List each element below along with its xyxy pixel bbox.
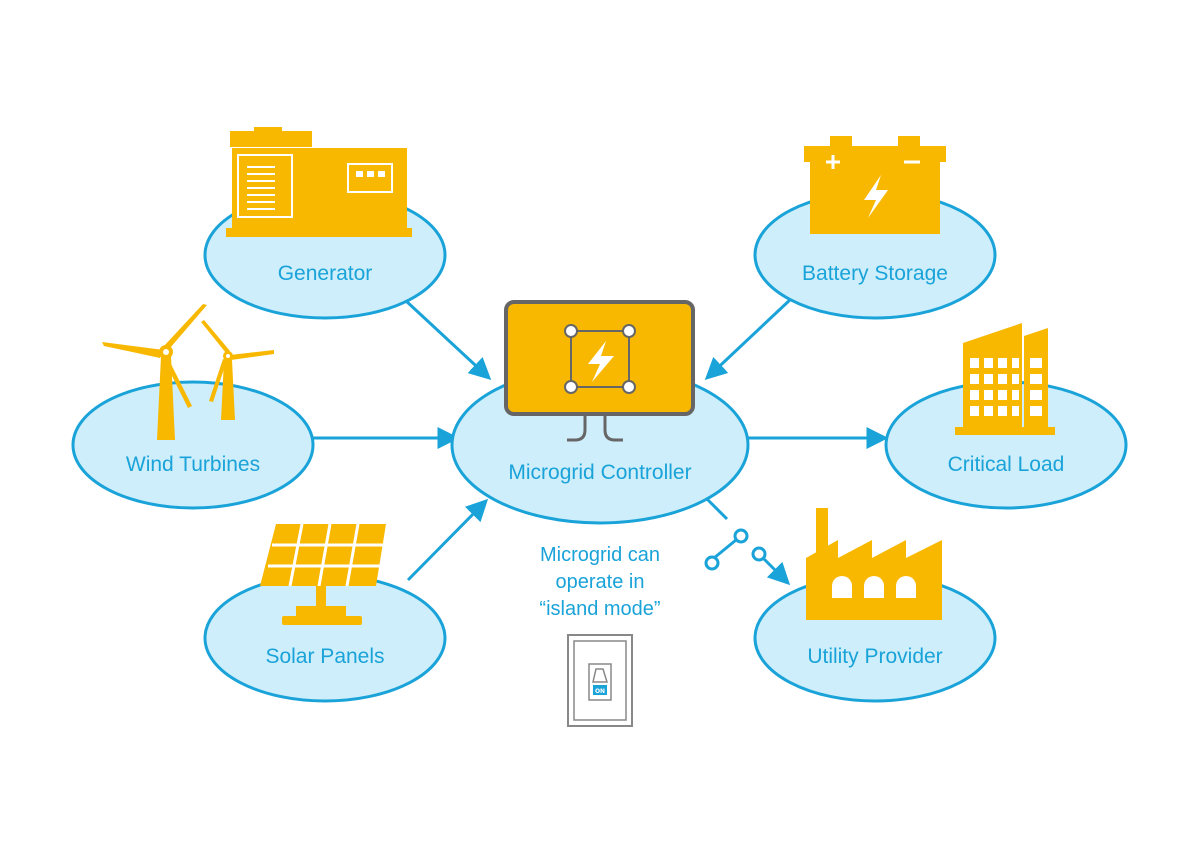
arrow-solar-to-controller — [406, 498, 489, 582]
island-note-line-1: Microgrid can — [540, 544, 660, 566]
island-mode-note: Microgrid can operate in “island mode” — [539, 544, 660, 620]
controller-monitor-icon — [504, 300, 695, 442]
island-note-line-3: “island mode” — [539, 598, 660, 620]
breaker-lead-in — [705, 497, 729, 521]
island-note-line-2: operate in — [556, 571, 645, 593]
wind-label: Wind Turbines — [126, 453, 260, 476]
breaker-contact-left — [704, 555, 720, 571]
node-wind — [71, 380, 315, 510]
battery-label: Battery Storage — [802, 262, 948, 285]
island-mode-breaker — [704, 497, 791, 586]
load-label: Critical Load — [948, 453, 1065, 476]
breaker-contact-top — [733, 528, 749, 544]
battery-icon — [804, 136, 946, 234]
building-icon — [955, 323, 1055, 435]
arrow-controller-to-utility — [762, 557, 791, 586]
light-switch-icon: ON — [567, 634, 633, 727]
utility-label: Utility Provider — [807, 645, 942, 668]
arrow-battery-to-controller — [704, 296, 794, 381]
arrow-generator-to-controller — [403, 298, 492, 380]
breaker-contact-right — [751, 546, 767, 562]
generator-icon — [226, 127, 412, 237]
switch-on-label: ON — [595, 688, 605, 695]
connectors — [313, 296, 889, 582]
factory-icon — [806, 508, 942, 620]
solar-panel-icon — [260, 523, 386, 625]
wind-turbine-icon — [102, 304, 274, 440]
solar-label: Solar Panels — [265, 645, 384, 668]
wind-bubble — [71, 380, 315, 510]
generator-label: Generator — [278, 262, 373, 285]
breaker-open-blade — [713, 538, 737, 560]
controller-label: Microgrid Controller — [508, 461, 691, 484]
